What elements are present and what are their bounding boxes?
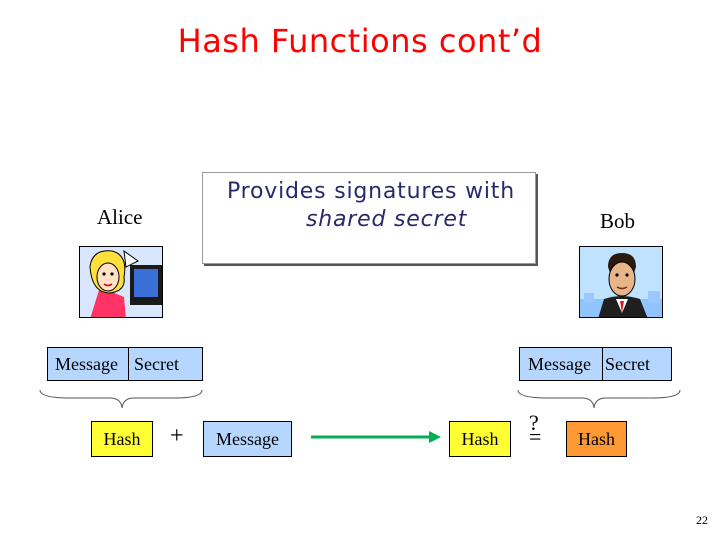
alice-secret-label: Secret (133, 353, 179, 374)
man-in-suit-icon (579, 246, 663, 318)
bob-box-divider (602, 348, 603, 380)
callout-line-2: shared secret (306, 207, 468, 232)
compare-question-mark: ? (529, 410, 539, 435)
sent-message-label: Message (216, 428, 279, 449)
bob-name: Bob (600, 209, 636, 233)
alice-message-secret-box: Message Secret (47, 347, 203, 381)
alice-message-label: Message (55, 353, 118, 374)
compare-equals-sign: = (529, 424, 542, 449)
alice-hash-brace (39, 389, 203, 409)
alice-hash-box: Hash (91, 421, 153, 457)
bob-hash-brace (517, 389, 681, 409)
alice-name: Alice (97, 205, 143, 229)
callout-line-1: Provides signatures with (227, 179, 515, 204)
woman-at-computer-icon (79, 246, 163, 318)
bob-message-secret-box: Message Secret (519, 347, 672, 381)
signature-callout: Provides signatures with shared secret (202, 172, 536, 264)
received-hash-box: Hash (449, 421, 511, 457)
sent-message-box: Message (203, 421, 292, 457)
slide-title: Hash Functions cont’d (177, 22, 543, 60)
alice-hash-label: Hash (103, 428, 141, 449)
bob-secret-label: Secret (604, 353, 650, 374)
alice-box-divider (128, 348, 129, 380)
page-number: 22 (696, 513, 708, 527)
received-hash-label: Hash (461, 428, 499, 449)
plus-sign: + (170, 423, 184, 449)
send-arrow-head (429, 431, 441, 443)
bob-computed-hash-box: Hash (566, 421, 627, 457)
bob-message-label: Message (528, 353, 591, 374)
bob-hash-label: Hash (578, 428, 615, 449)
